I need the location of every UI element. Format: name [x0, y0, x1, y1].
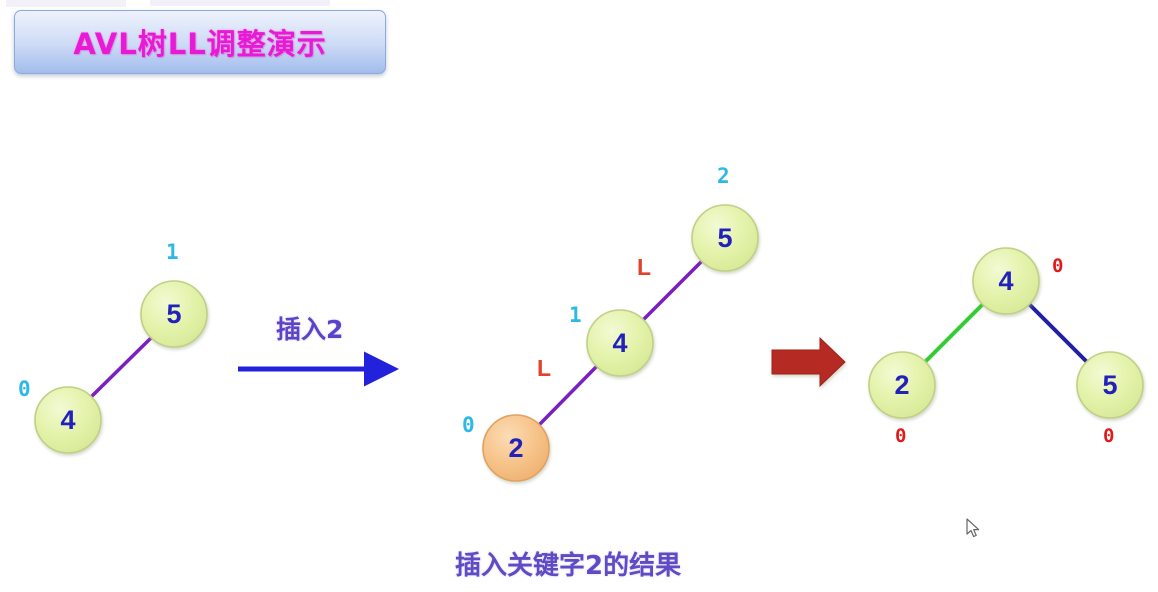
node-label: 2 [894, 370, 909, 400]
tree-after-insert-edges [537, 259, 704, 427]
balance-factor-node-2: 0 [462, 413, 475, 437]
node-label: 5 [717, 223, 732, 253]
node-5[interactable]: 5 [691, 204, 759, 272]
node-label: 5 [166, 299, 181, 329]
edge-label-left-lower: L [537, 355, 552, 381]
page-title: AVL树LL调整演示 [73, 27, 327, 61]
edge-4-5 [641, 259, 704, 322]
edge-2-4 [537, 364, 599, 427]
node-5[interactable]: 5 [1076, 351, 1144, 419]
node-label: 4 [60, 405, 75, 435]
node-2-inserted[interactable]: 2 [482, 414, 550, 482]
balance-factor-node-2: 0 [895, 425, 907, 447]
tree-rebalanced-edges [923, 302, 1089, 364]
edge-4-2 [923, 302, 985, 364]
tree-rebalanced-nodes: 4 2 5 [868, 247, 1144, 419]
insert-operation-label: 插入2 [276, 315, 344, 344]
node-label: 4 [612, 328, 627, 358]
balance-factor-node-4: 0 [1052, 255, 1064, 277]
edge-4-5 [1027, 302, 1089, 364]
node-4[interactable]: 4 [586, 309, 654, 377]
node-4[interactable]: 4 [972, 247, 1040, 315]
balance-factor-node-4: 1 [569, 303, 582, 327]
result-caption: 插入关键字2的结果 [455, 551, 682, 581]
balance-factor-node-4: 0 [18, 377, 31, 401]
tree-before-nodes: 5 4 [34, 280, 208, 454]
slide-title-banner: AVL树LL调整演示 [14, 10, 386, 74]
tree-before-edges [89, 335, 154, 399]
rotate-arrow [771, 336, 846, 388]
node-4[interactable]: 4 [34, 386, 102, 454]
node-label: 4 [998, 266, 1013, 296]
node-2[interactable]: 2 [868, 351, 936, 419]
edge-label-left-upper: L [637, 254, 652, 280]
balance-factor-node-5: 1 [166, 240, 179, 264]
balance-factor-node-5: 2 [717, 164, 730, 188]
balance-factor-node-5: 0 [1103, 425, 1115, 447]
edge-4-5 [89, 335, 154, 399]
node-label: 2 [508, 433, 523, 463]
node-5[interactable]: 5 [140, 280, 208, 348]
tree-after-insert-nodes: 5 4 2 [482, 204, 759, 482]
node-label: 5 [1102, 370, 1117, 400]
